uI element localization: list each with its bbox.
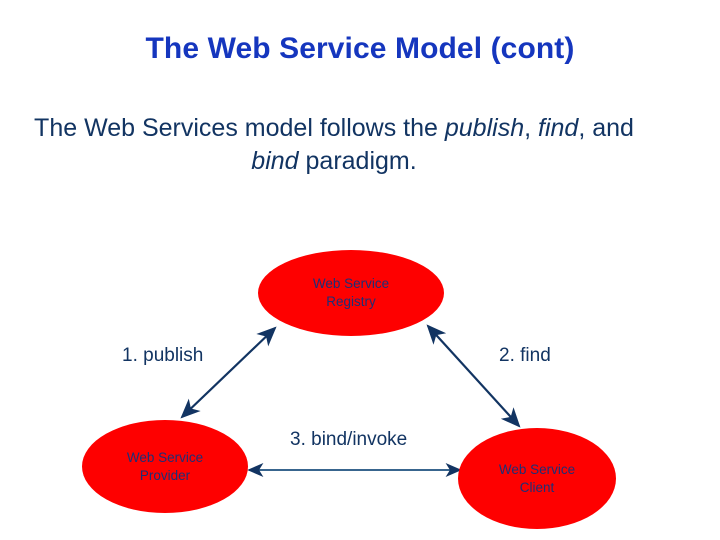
body-separator-2: , and bbox=[578, 114, 634, 142]
web-service-model-diagram: Web Service Registry Web Service Provide… bbox=[0, 230, 720, 540]
body-lead-text: The Web Services model follows the bbox=[34, 114, 445, 142]
edge-label-publish: 1. publish bbox=[122, 345, 204, 366]
arrow-publish bbox=[180, 326, 277, 419]
body-emphasis-bind: bind bbox=[251, 147, 299, 175]
node-registry-line2: Registry bbox=[326, 294, 376, 309]
node-web-service-client[interactable]: Web Service Client bbox=[458, 428, 616, 529]
node-registry-line1: Web Service bbox=[312, 276, 390, 291]
page-title: The Web Service Model (cont) bbox=[145, 32, 575, 65]
arrow-find bbox=[426, 324, 521, 428]
edge-label-find: 2. find bbox=[499, 345, 551, 366]
node-web-service-provider[interactable]: Web Service Provider bbox=[82, 420, 248, 513]
body-emphasis-publish: publish bbox=[444, 114, 525, 142]
arrow-layer bbox=[180, 324, 521, 478]
node-provider-line2: Provider bbox=[139, 467, 191, 483]
slide-body-text: The Web Services model follows the publi… bbox=[34, 112, 634, 178]
node-client-line2: Client bbox=[519, 479, 555, 495]
body-separator-1: , bbox=[524, 114, 539, 142]
body-emphasis-find: find bbox=[538, 114, 579, 142]
node-web-service-registry[interactable]: Web Service Registry bbox=[258, 250, 444, 336]
body-tail-text: paradigm. bbox=[298, 147, 417, 175]
node-provider-line1: Web Service bbox=[126, 449, 204, 465]
edge-label-bind-invoke: 3. bind/invoke bbox=[290, 429, 408, 450]
node-client-line1: Web Service bbox=[498, 461, 576, 477]
